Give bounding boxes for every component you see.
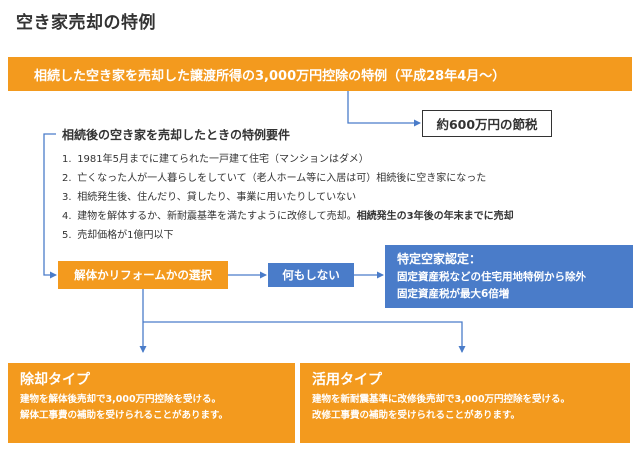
requirement-item: 5. 売却価格が1億円以下 [62,230,174,241]
specified-vacant-house-line: 固定資産税が最大6倍増 [397,288,510,300]
utilization-type-title: 活用タイプ [312,372,382,388]
requirement-item: 4. 建物を解体するか、新耐震基準を満たすように改修して売却。相続発生の3年後の… [62,211,514,222]
specified-vacant-house-line: 固定資産税などの住宅用地特例から除外 [397,271,586,283]
utilization-type-box: 活用タイプ 建物を新耐震基準に改修後売却で3,000万円控除を受ける。 改修工事… [300,363,630,443]
specified-vacant-house-title: 特定空家認定： [397,252,482,266]
do-nothing-box: 何もしない [268,263,354,287]
requirements-title: 相続後の空き家を売却したときの特例要件 [62,128,291,142]
requirement-item: 1. 1981年5月までに建てられた一戸建て住宅（マンションはダメ） [62,154,369,165]
requirement-item: 2. 亡くなった人が一人暮らしをしていて（老人ホーム等に入居は可）相続後に空き家… [62,173,487,184]
arrow-requirements-to-choice [43,133,57,279]
demolition-type-title: 除却タイプ [20,372,90,388]
arrow-banner-to-savings [347,91,421,127]
utilization-type-line: 改修工事費の補助を受けられることがあります。 [312,410,521,421]
page-title: 空き家売却の特例 [16,13,156,33]
demolition-type-line: 建物を解体後売却で3,000万円控除を受ける。 [20,394,222,405]
demolish-or-renovate-choice-box: 解体かリフォームかの選択 [58,261,228,289]
specified-vacant-house-box: 特定空家認定： 固定資産税などの住宅用地特例から除外 固定資産税が最大6倍増 [385,245,633,308]
demolition-type-box: 除却タイプ 建物を解体後売却で3,000万円控除を受ける。 解体工事費の補助を受… [8,363,295,443]
requirement-deadline: 相続発生の3年後の年末までに売却 [356,211,514,222]
demolition-type-line: 解体工事費の補助を受けられることがあります。 [20,410,229,421]
utilization-type-line: 建物を新耐震基準に改修後売却で3,000万円控除を受ける。 [312,394,571,405]
requirement-item: 3. 相続発生後、住んだり、貸したり、事業に用いたりしていない [62,192,357,203]
tax-savings-box: 約600万円の節税 [422,110,552,137]
requirements-list: 1. 1981年5月までに建てられた一戸建て住宅（マンションはダメ） 2. 亡く… [62,150,602,245]
arrow-choice-to-utilize [143,321,466,353]
special-deduction-banner: 相続した空き家を売却した譲渡所得の3,000万円控除の特例（平成28年4月〜） [8,57,632,91]
